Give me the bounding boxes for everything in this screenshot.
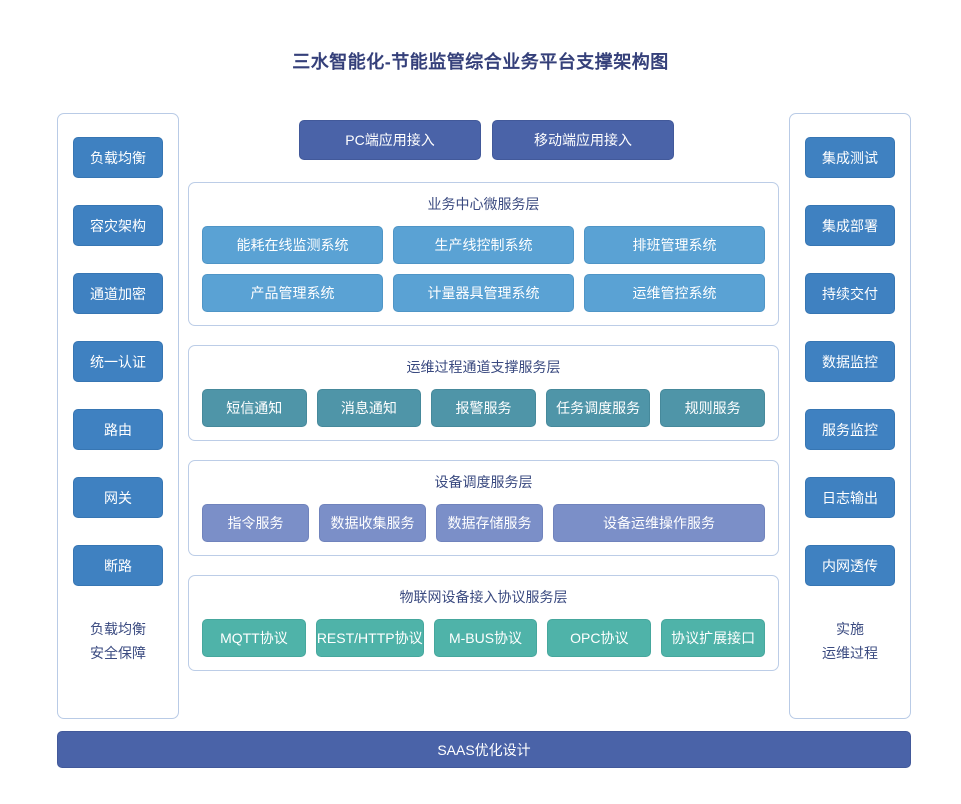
application-access-row: PC端应用接入 移动端应用接入 [299,120,674,160]
service-box-label: 能耗在线监测系统 [236,237,349,253]
service-box-iot-1-5[interactable]: 协议扩展接口 [661,619,766,657]
layer-title-device: 设备调度服务层 [434,474,533,490]
left-column-item-3[interactable]: 通道加密 [73,273,163,314]
layer-row: MQTT协议 REST/HTTP协议 M-BUS协议 OPC协议 协议扩展接口 [202,619,766,657]
left-column-item-7[interactable]: 断路 [73,545,163,586]
left-column-item-label: 通道加密 [90,285,146,302]
left-support-column: 负载均衡容灾架构通道加密统一认证路由网关断路负载均衡安全保障 [57,113,179,719]
service-box-label: OPC协议 [570,630,629,646]
left-column-item-2[interactable]: 容灾架构 [73,205,163,246]
service-box-label: 消息通知 [340,400,397,416]
right-column-item-4[interactable]: 数据监控 [805,341,895,382]
left-column-footer-line: 安全保障 [90,645,146,661]
service-box-label: 数据存储服务 [447,515,532,531]
layer-panel-business: 业务中心微服务层能耗在线监测系统 生产线控制系统 排班管理系统产品管理系统 计量器具管… [188,182,779,326]
left-column-item-1[interactable]: 负载均衡 [73,137,163,178]
right-column-item-7[interactable]: 内网透传 [805,545,895,586]
layer-panel-iot: 物联网设备接入协议服务层 MQTT协议 REST/HTTP协议 M-BUS协议 OPC协… [188,575,779,671]
layer-row: 短信通知 消息通知 报警服务 任务调度服务 规则服务 [202,389,765,427]
service-box-ops-1-4[interactable]: 任务调度服务 [545,389,651,427]
left-column-item-label: 负载均衡 [90,149,146,166]
service-box-ops-1-3[interactable]: 报警服务 [431,389,536,427]
service-box-device-1-1[interactable]: 指令服务 [202,504,309,542]
left-column-item-5[interactable]: 路由 [73,409,163,450]
right-column-footer-line: 实施 [836,621,864,637]
left-column-item-label: 断路 [104,557,132,574]
layer-title-ops: 运维过程通道支撑服务层 [406,359,561,375]
pc-access-button[interactable]: PC端应用接入 [299,120,481,160]
right-column-item-label: 集成测试 [822,149,878,166]
service-box-business-2-3[interactable]: 运维管控系统 [584,274,765,312]
service-box-business-1-3[interactable]: 排班管理系统 [584,226,765,264]
right-column-item-3[interactable]: 持续交付 [805,273,895,314]
left-column-item-label: 路由 [104,421,132,438]
service-box-label: 短信通知 [226,400,283,416]
right-column-item-2[interactable]: 集成部署 [805,205,895,246]
layer-row: 产品管理系统 计量器具管理系统 运维管控系统 [202,274,765,312]
left-column-item-6[interactable]: 网关 [73,477,163,518]
service-box-device-1-2[interactable]: 数据收集服务 [319,504,426,542]
left-column-item-label: 容灾架构 [90,217,146,234]
service-box-label: 报警服务 [455,400,512,416]
service-box-label: 协议扩展接口 [671,630,756,646]
layer-title-iot: 物联网设备接入协议服务层 [399,589,568,605]
service-box-label: REST/HTTP协议 [316,630,423,646]
service-box-label: 指令服务 [227,515,284,531]
page-title: 三水智能化-节能监管综合业务平台支撑架构图 [292,52,669,72]
right-column-item-label: 数据监控 [822,353,878,370]
layer-panel-ops: 运维过程通道支撑服务层短信通知 消息通知 报警服务 任务调度服务 规则服务 [188,345,779,441]
service-box-label: 生产线控制系统 [434,237,533,253]
layer-title-business: 业务中心微服务层 [427,196,540,212]
service-box-ops-1-5[interactable]: 规则服务 [660,389,765,427]
left-column-item-label: 统一认证 [90,353,146,370]
service-box-iot-1-2[interactable]: REST/HTTP协议 [315,619,424,657]
service-box-label: 数据收集服务 [330,515,415,531]
layer-row: 能耗在线监测系统 生产线控制系统 排班管理系统 [202,226,765,264]
right-column-item-5[interactable]: 服务监控 [805,409,895,450]
left-column-footer-line: 负载均衡 [90,621,146,637]
service-layer-stack: 业务中心微服务层能耗在线监测系统 生产线控制系统 排班管理系统产品管理系统 计量器具管… [188,182,779,690]
service-box-business-2-1[interactable]: 产品管理系统 [202,274,383,312]
service-box-ops-1-2[interactable]: 消息通知 [316,389,422,427]
service-box-iot-1-1[interactable]: MQTT协议 [202,619,306,657]
right-column-item-label: 服务监控 [822,421,878,438]
service-box-label: 计量器具管理系统 [427,285,540,301]
right-column-item-label: 集成部署 [822,217,878,234]
layer-row: 指令服务 数据收集服务 数据存储服务 设备运维操作服务 [202,504,765,542]
service-box-ops-1-1[interactable]: 短信通知 [202,389,307,427]
right-column-item-label: 日志输出 [822,489,878,506]
service-box-label: MQTT协议 [220,630,288,646]
left-column-item-label: 网关 [104,489,132,506]
right-support-column: 集成测试集成部署持续交付数据监控服务监控日志输出内网透传实施运维过程 [789,113,911,719]
service-box-device-1-3[interactable]: 数据存储服务 [436,504,543,542]
right-column-item-6[interactable]: 日志输出 [805,477,895,518]
service-box-business-2-2[interactable]: 计量器具管理系统 [393,274,574,312]
layer-panel-device: 设备调度服务层指令服务 数据收集服务 数据存储服务 设备运维操作服务 [188,460,779,556]
left-column-item-4[interactable]: 统一认证 [73,341,163,382]
left-column-footer: 负载均衡安全保障 [90,617,146,665]
mobile-access-button[interactable]: 移动端应用接入 [492,120,674,160]
service-box-device-1-4[interactable]: 设备运维操作服务 [553,504,765,542]
service-box-label: 运维管控系统 [632,285,717,301]
service-box-label: 排班管理系统 [632,237,717,253]
service-box-label: 产品管理系统 [250,285,335,301]
right-column-item-label: 持续交付 [822,285,878,302]
right-column-footer: 实施运维过程 [822,617,878,665]
right-column-item-1[interactable]: 集成测试 [805,137,895,178]
service-box-iot-1-4[interactable]: OPC协议 [547,619,652,657]
right-column-item-label: 内网透传 [822,557,878,574]
saas-optimization-bar: SAAS优化设计 [57,731,911,768]
service-box-label: 任务调度服务 [556,400,641,416]
service-box-business-1-2[interactable]: 生产线控制系统 [393,226,574,264]
service-box-iot-1-3[interactable]: M-BUS协议 [433,619,538,657]
service-box-label: 规则服务 [684,400,741,416]
service-box-label: 设备运维操作服务 [603,515,715,531]
service-box-label: M-BUS协议 [448,630,523,646]
right-column-footer-line: 运维过程 [822,645,878,661]
service-box-business-1-1[interactable]: 能耗在线监测系统 [202,226,383,264]
